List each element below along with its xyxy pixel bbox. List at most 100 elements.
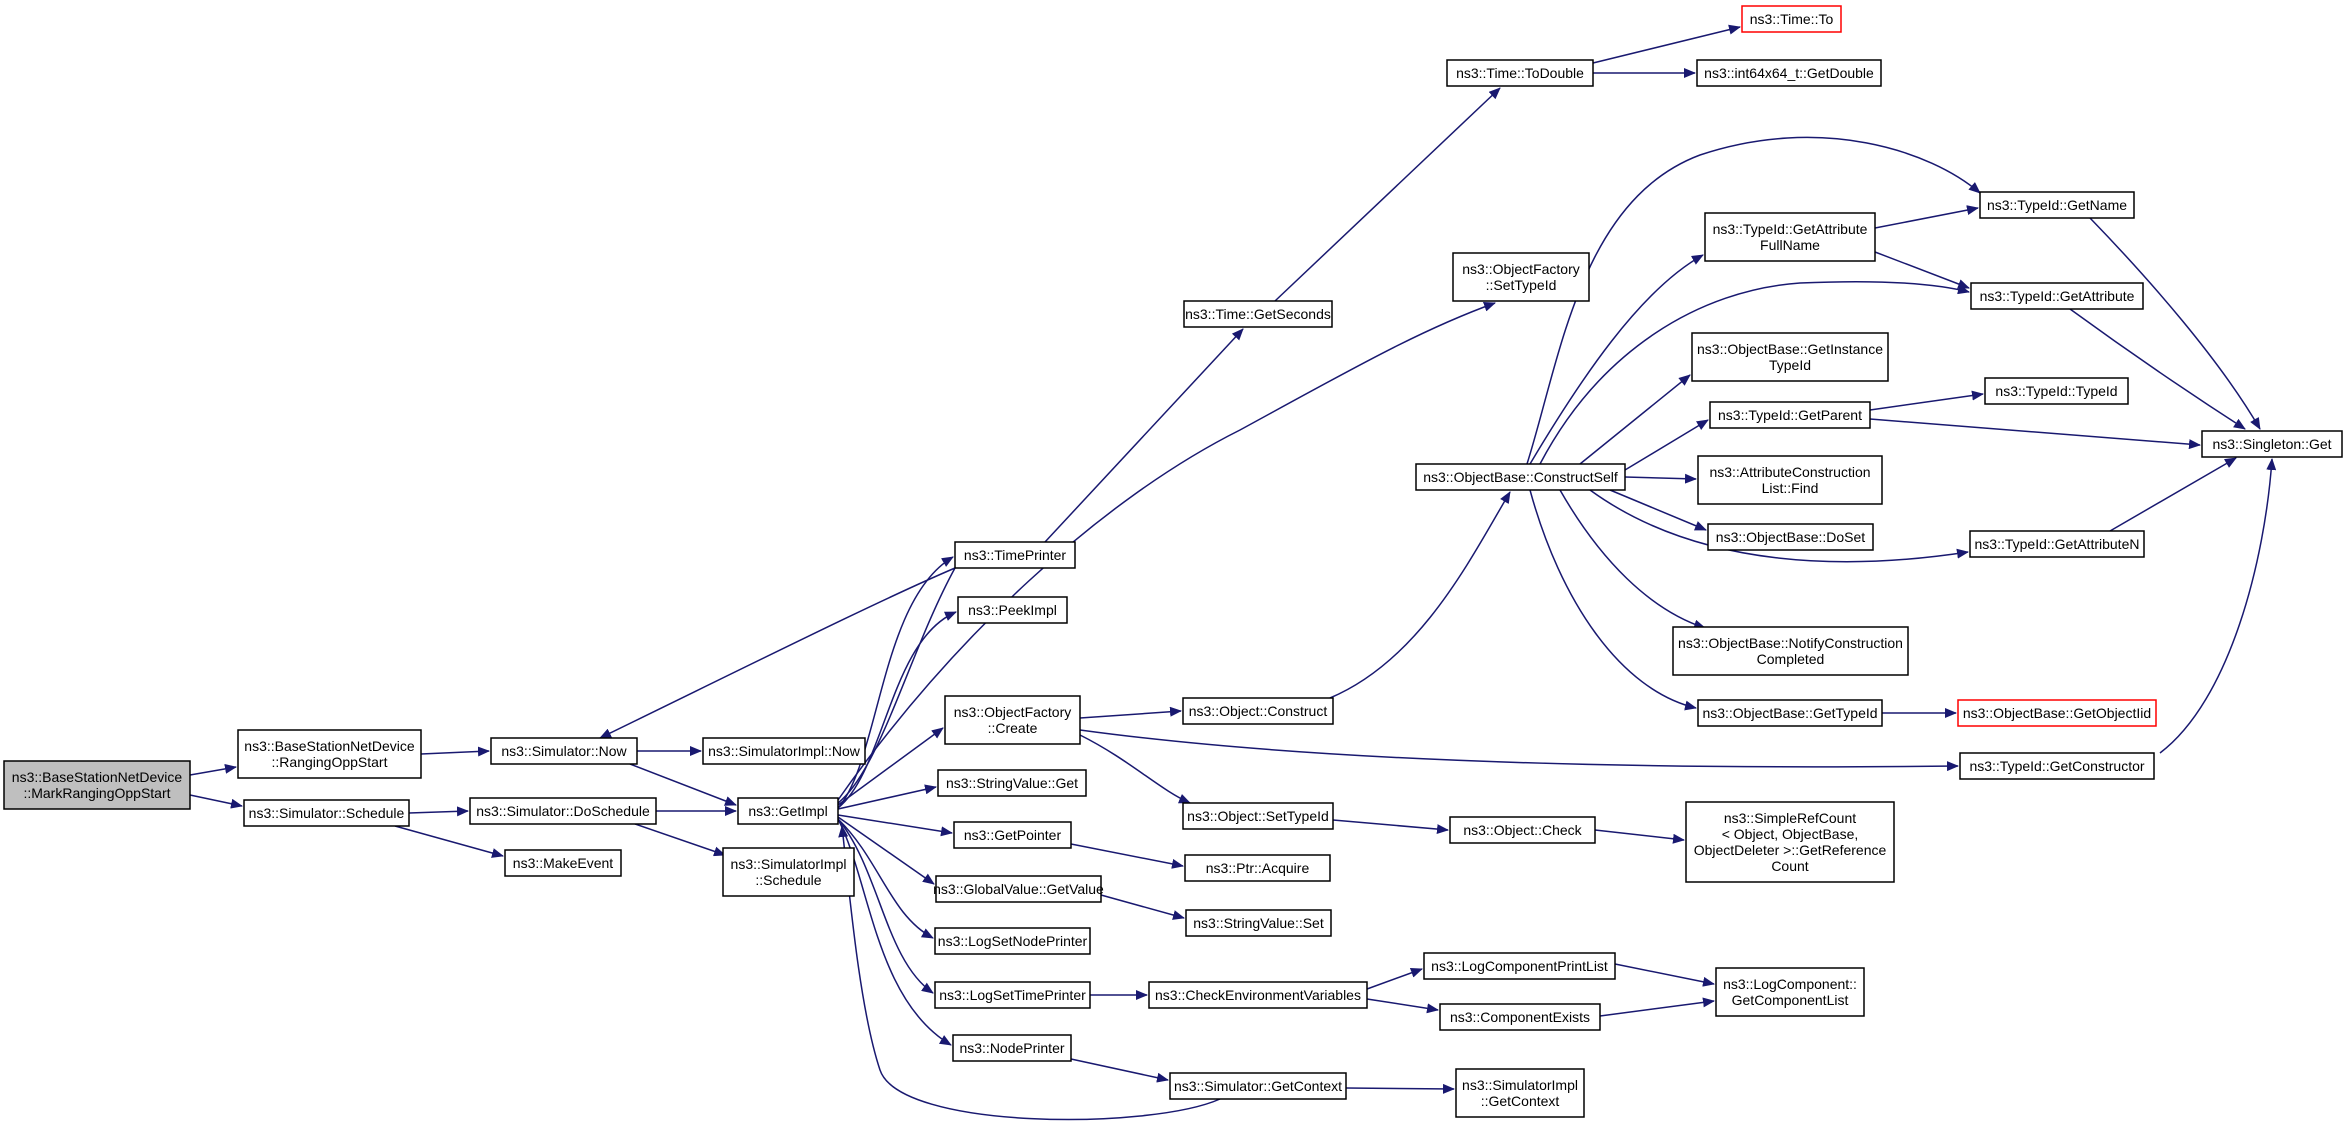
function-node-getImpl[interactable]: ns3::GetImpl — [737, 797, 839, 825]
node-label: ns3::LogComponentPrintList — [1431, 958, 1608, 974]
function-node-root[interactable]: ns3::BaseStationNetDevice::MarkRangingOp… — [3, 760, 191, 810]
function-node-objConstruct[interactable]: ns3::Object::Construct — [1182, 697, 1334, 725]
function-node-checkEnv[interactable]: ns3::CheckEnvironmentVariables — [1148, 981, 1368, 1009]
function-node-compExists[interactable]: ns3::ComponentExists — [1439, 1003, 1601, 1031]
node-box — [953, 821, 1072, 849]
node-box — [1148, 981, 1368, 1009]
node-label: ns3::TypeId::GetName — [1987, 197, 2127, 213]
node-box — [935, 875, 1102, 903]
call-edge-getImpl-to-globalGetValue — [837, 816, 935, 885]
function-node-int64GetDouble[interactable]: ns3::int64x64_t::GetDouble — [1696, 59, 1882, 87]
node-box — [1452, 252, 1590, 302]
function-node-simImplSchedule[interactable]: ns3::SimulatorImpl::Schedule — [722, 847, 855, 897]
function-node-logCompPrintList[interactable]: ns3::LogComponentPrintList — [1423, 952, 1616, 980]
node-box — [1697, 699, 1883, 727]
function-node-simGetContext[interactable]: ns3::Simulator::GetContext — [1169, 1072, 1347, 1100]
function-node-makeEvent[interactable]: ns3::MakeEvent — [504, 849, 622, 877]
call-edge-constructSelf-to-objBaseGetTypeId — [1529, 489, 1697, 711]
function-node-timeTo[interactable]: ns3::Time::To — [1741, 5, 1842, 33]
call-edge-constructSelf-to-typeIdGetParent — [1624, 419, 1709, 471]
function-node-objCheck[interactable]: ns3::Object::Check — [1449, 816, 1596, 844]
node-label: ns3::TypeId::GetAttribute — [1713, 221, 1868, 237]
function-node-simSchedule[interactable]: ns3::Simulator::Schedule — [243, 799, 410, 827]
function-node-peekImpl[interactable]: ns3::PeekImpl — [957, 596, 1068, 624]
function-node-logSetNodePrinter[interactable]: ns3::LogSetNodePrinter — [934, 927, 1091, 955]
node-label: ns3::LogSetNodePrinter — [938, 933, 1088, 949]
edge-arrow-path — [1592, 24, 1741, 64]
node-box — [3, 760, 191, 810]
function-node-objFactorySetTypeId[interactable]: ns3::ObjectFactory::SetTypeId — [1452, 252, 1590, 302]
function-node-objFactoryCreate[interactable]: ns3::ObjectFactory::Create — [944, 695, 1081, 745]
edge-arrow-path — [1079, 706, 1182, 719]
node-label: ns3::SimulatorImpl::Now — [708, 743, 861, 759]
node-label: ::SetTypeId — [1486, 277, 1557, 293]
edge-arrow-path — [837, 818, 952, 1046]
function-node-rangingOpp[interactable]: ns3::BaseStationNetDevice::RangingOppSta… — [237, 729, 422, 779]
call-edge-doSchedule-to-simImplSchedule — [634, 823, 726, 857]
function-node-nodePrinter[interactable]: ns3::NodePrinter — [952, 1034, 1072, 1062]
function-node-typeIdGetAttributeN[interactable]: ns3::TypeId::GetAttributeN — [1969, 530, 2145, 558]
call-edge-logCompPrintList-to-logCompGetList — [1614, 963, 1715, 987]
edge-arrow-path — [1345, 1083, 1455, 1094]
function-node-simNow[interactable]: ns3::Simulator::Now — [490, 737, 638, 765]
function-node-objBaseGetTypeId[interactable]: ns3::ObjectBase::GetTypeId — [1697, 699, 1883, 727]
function-node-doSchedule[interactable]: ns3::Simulator::DoSchedule — [469, 797, 657, 825]
function-node-ptrAcquire[interactable]: ns3::Ptr::Acquire — [1184, 854, 1331, 882]
function-node-simpleRefCount[interactable]: ns3::SimpleRefCount< Object, ObjectBase,… — [1685, 801, 1895, 883]
node-box — [1957, 699, 2157, 727]
edge-arrow-path — [1366, 968, 1423, 990]
node-label: ns3::SimpleRefCount — [1724, 810, 1856, 826]
function-node-simImplGetContext[interactable]: ns3::SimulatorImpl::GetContext — [1455, 1068, 1585, 1118]
node-box — [243, 799, 410, 827]
function-node-getObjectIid[interactable]: ns3::ObjectBase::GetObjectIid — [1957, 699, 2157, 727]
function-node-simImplNow[interactable]: ns3::SimulatorImpl::Now — [702, 737, 866, 765]
function-node-notifyConstr[interactable]: ns3::ObjectBase::NotifyConstructionCompl… — [1672, 626, 1909, 676]
function-node-typeIdGetName[interactable]: ns3::TypeId::GetName — [1979, 191, 2135, 219]
node-label: ::GetContext — [1481, 1093, 1560, 1109]
function-node-getPointer[interactable]: ns3::GetPointer — [953, 821, 1072, 849]
node-label: ns3::Simulator::Now — [501, 743, 627, 759]
edge-arrow-path — [1366, 998, 1439, 1014]
function-node-singletonGet[interactable]: ns3::Singleton::Get — [2201, 430, 2343, 458]
edge-arrow-path — [2159, 458, 2277, 754]
function-node-constructSelf[interactable]: ns3::ObjectBase::ConstructSelf — [1415, 463, 1626, 491]
function-node-timeGetSeconds[interactable]: ns3::Time::GetSeconds — [1183, 300, 1333, 328]
edge-arrow-path — [1329, 491, 1511, 699]
node-label: ns3::LogSetTimePrinter — [939, 987, 1086, 1003]
function-node-strValueGet[interactable]: ns3::StringValue::Get — [937, 769, 1087, 797]
function-node-typeIdGetConstructor[interactable]: ns3::TypeId::GetConstructor — [1959, 752, 2155, 780]
function-node-globalGetValue[interactable]: ns3::GlobalValue::GetValue — [933, 875, 1104, 903]
node-label: ns3::TypeId::GetAttributeN — [1975, 536, 2140, 552]
call-edge-timeGetSeconds-to-timeToDouble — [1274, 87, 1501, 302]
edge-arrow-path — [1594, 829, 1685, 844]
node-label: ::MarkRangingOppStart — [23, 785, 170, 801]
function-node-timePrinter[interactable]: ns3::TimePrinter — [954, 541, 1076, 569]
call-edge-constructSelf-to-objBaseDoSet — [1609, 489, 1707, 531]
function-node-timeToDouble[interactable]: ns3::Time::ToDouble — [1446, 59, 1594, 87]
node-box — [1169, 1072, 1347, 1100]
node-box — [1446, 59, 1594, 87]
function-node-typeIdGetParent[interactable]: ns3::TypeId::GetParent — [1709, 401, 1871, 429]
function-node-objSetTypeId[interactable]: ns3::Object::SetTypeId — [1182, 802, 1334, 830]
node-label: FullName — [1760, 237, 1820, 253]
function-node-typeIdTypeId[interactable]: ns3::TypeId::TypeId — [1984, 377, 2129, 405]
function-node-logCompGetList[interactable]: ns3::LogComponent::GetComponentList — [1715, 967, 1865, 1017]
edge-arrow-path — [420, 746, 490, 757]
function-node-objBaseDoSet[interactable]: ns3::ObjectBase::DoSet — [1707, 523, 1874, 551]
call-nodes: ns3::BaseStationNetDevice::MarkRangingOp… — [3, 5, 2343, 1118]
call-edge-simGetContext-to-getImpl — [838, 825, 1221, 1121]
node-box — [1182, 697, 1334, 725]
call-edge-typeIdGetName-to-singletonGet — [2089, 217, 2261, 430]
edge-arrow-path — [1332, 819, 1449, 835]
edge-arrow-path — [837, 556, 954, 809]
function-node-typeIdGetAttribute[interactable]: ns3::TypeId::GetAttribute — [1970, 282, 2144, 310]
node-box — [237, 729, 422, 779]
call-edge-globalGetValue-to-strValueSet — [1100, 894, 1185, 920]
function-node-logSetTimePrinter[interactable]: ns3::LogSetTimePrinter — [934, 981, 1091, 1009]
edge-arrow-path — [1529, 254, 1704, 465]
function-node-strValueSet[interactable]: ns3::StringValue::Set — [1185, 909, 1332, 937]
edge-arrow-path — [1070, 1058, 1169, 1083]
